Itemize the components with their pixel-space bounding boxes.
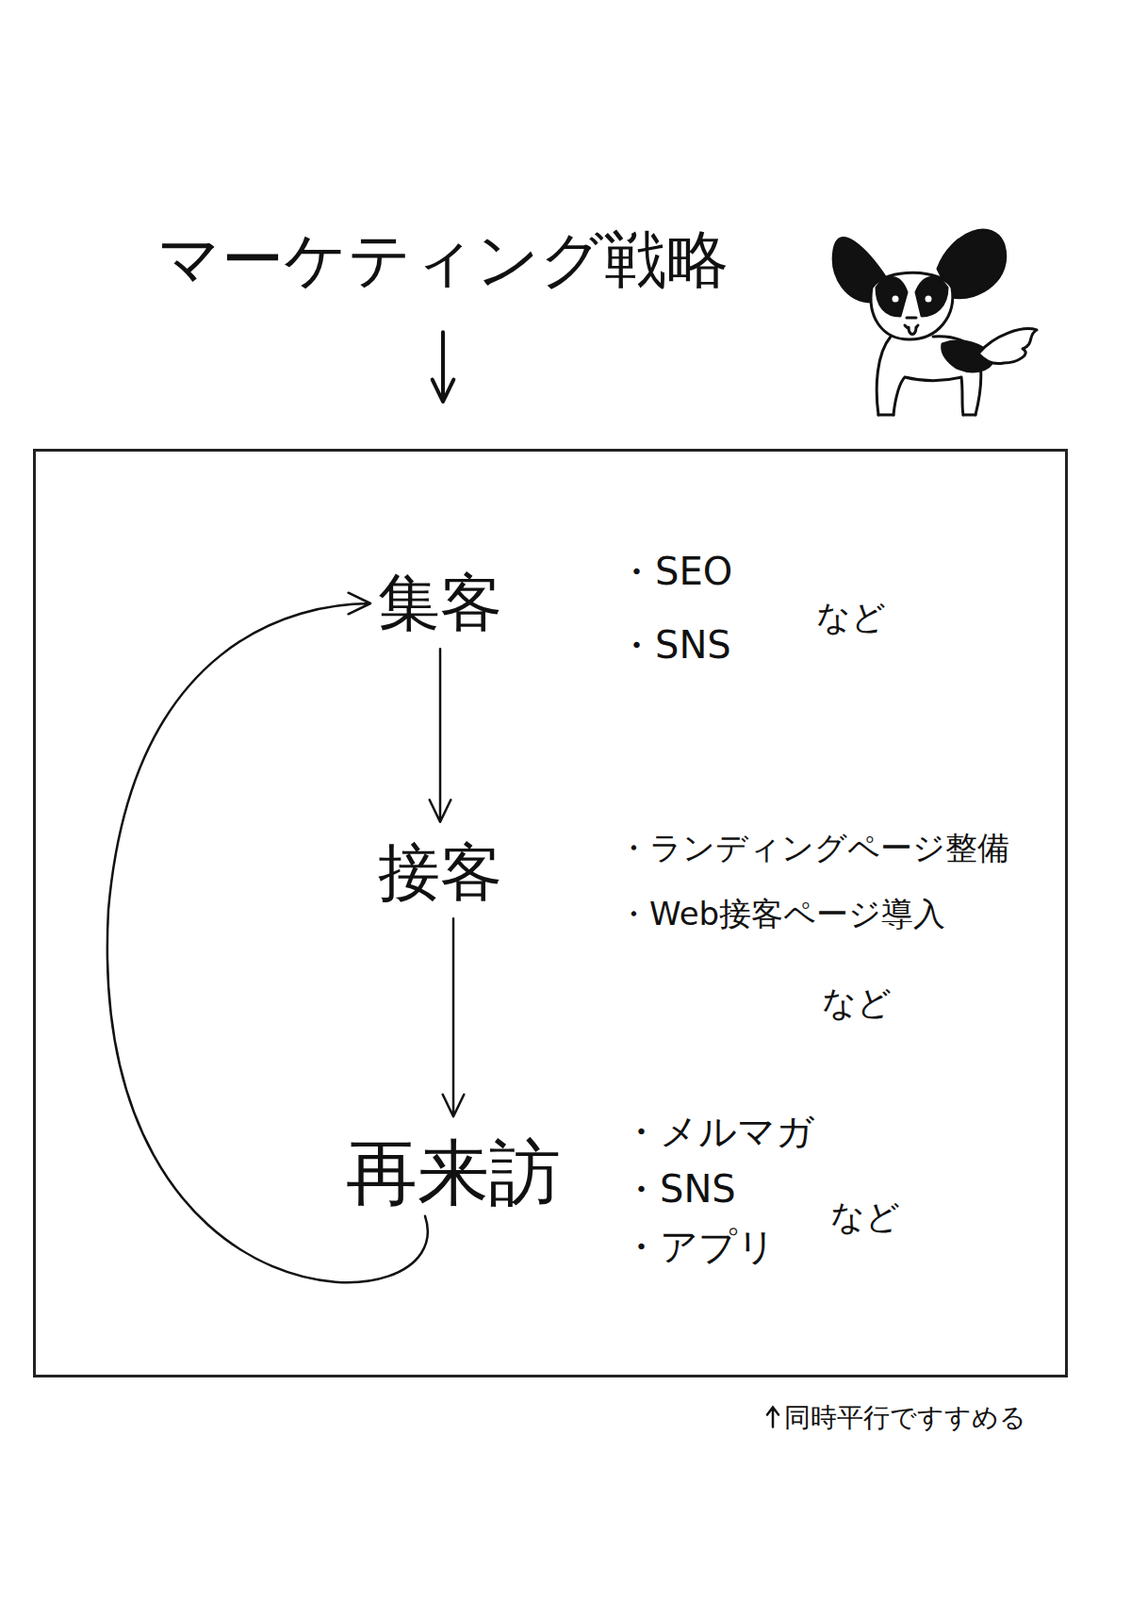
- example-text: など: [816, 598, 886, 637]
- flow-arrow: [442, 917, 465, 1116]
- flow-arrow: [432, 331, 455, 402]
- stage-text: 接客: [377, 838, 503, 908]
- title-text: マーケティング戦略: [157, 226, 729, 296]
- stage-text: 再来訪: [345, 1132, 561, 1213]
- example-text: ・ランディングページ整備: [617, 830, 1010, 866]
- example-text: ・メルマガ: [622, 1110, 815, 1152]
- example-text: ・アプリ: [622, 1225, 776, 1267]
- example-text: ・SNS: [617, 623, 732, 666]
- flow-arrow: [429, 648, 452, 821]
- example-text: ・Web接客ページ導入: [617, 896, 946, 932]
- example-text: など: [830, 1197, 901, 1236]
- stage-text: 接客: [377, 838, 503, 908]
- example-text: ・SEO: [617, 550, 733, 592]
- stage-text: 再来訪: [345, 1132, 561, 1213]
- example-text: など: [821, 983, 892, 1022]
- title-text: マーケティング戦略: [157, 226, 729, 296]
- stage-text: 集客: [377, 569, 503, 639]
- note-arrow: [767, 1407, 779, 1427]
- note-text: 同時平行ですすめる: [784, 1403, 1027, 1433]
- dog-illustration: [819, 212, 1042, 429]
- stage-text: 集客: [377, 569, 503, 639]
- example-text: ・SNS: [622, 1167, 737, 1210]
